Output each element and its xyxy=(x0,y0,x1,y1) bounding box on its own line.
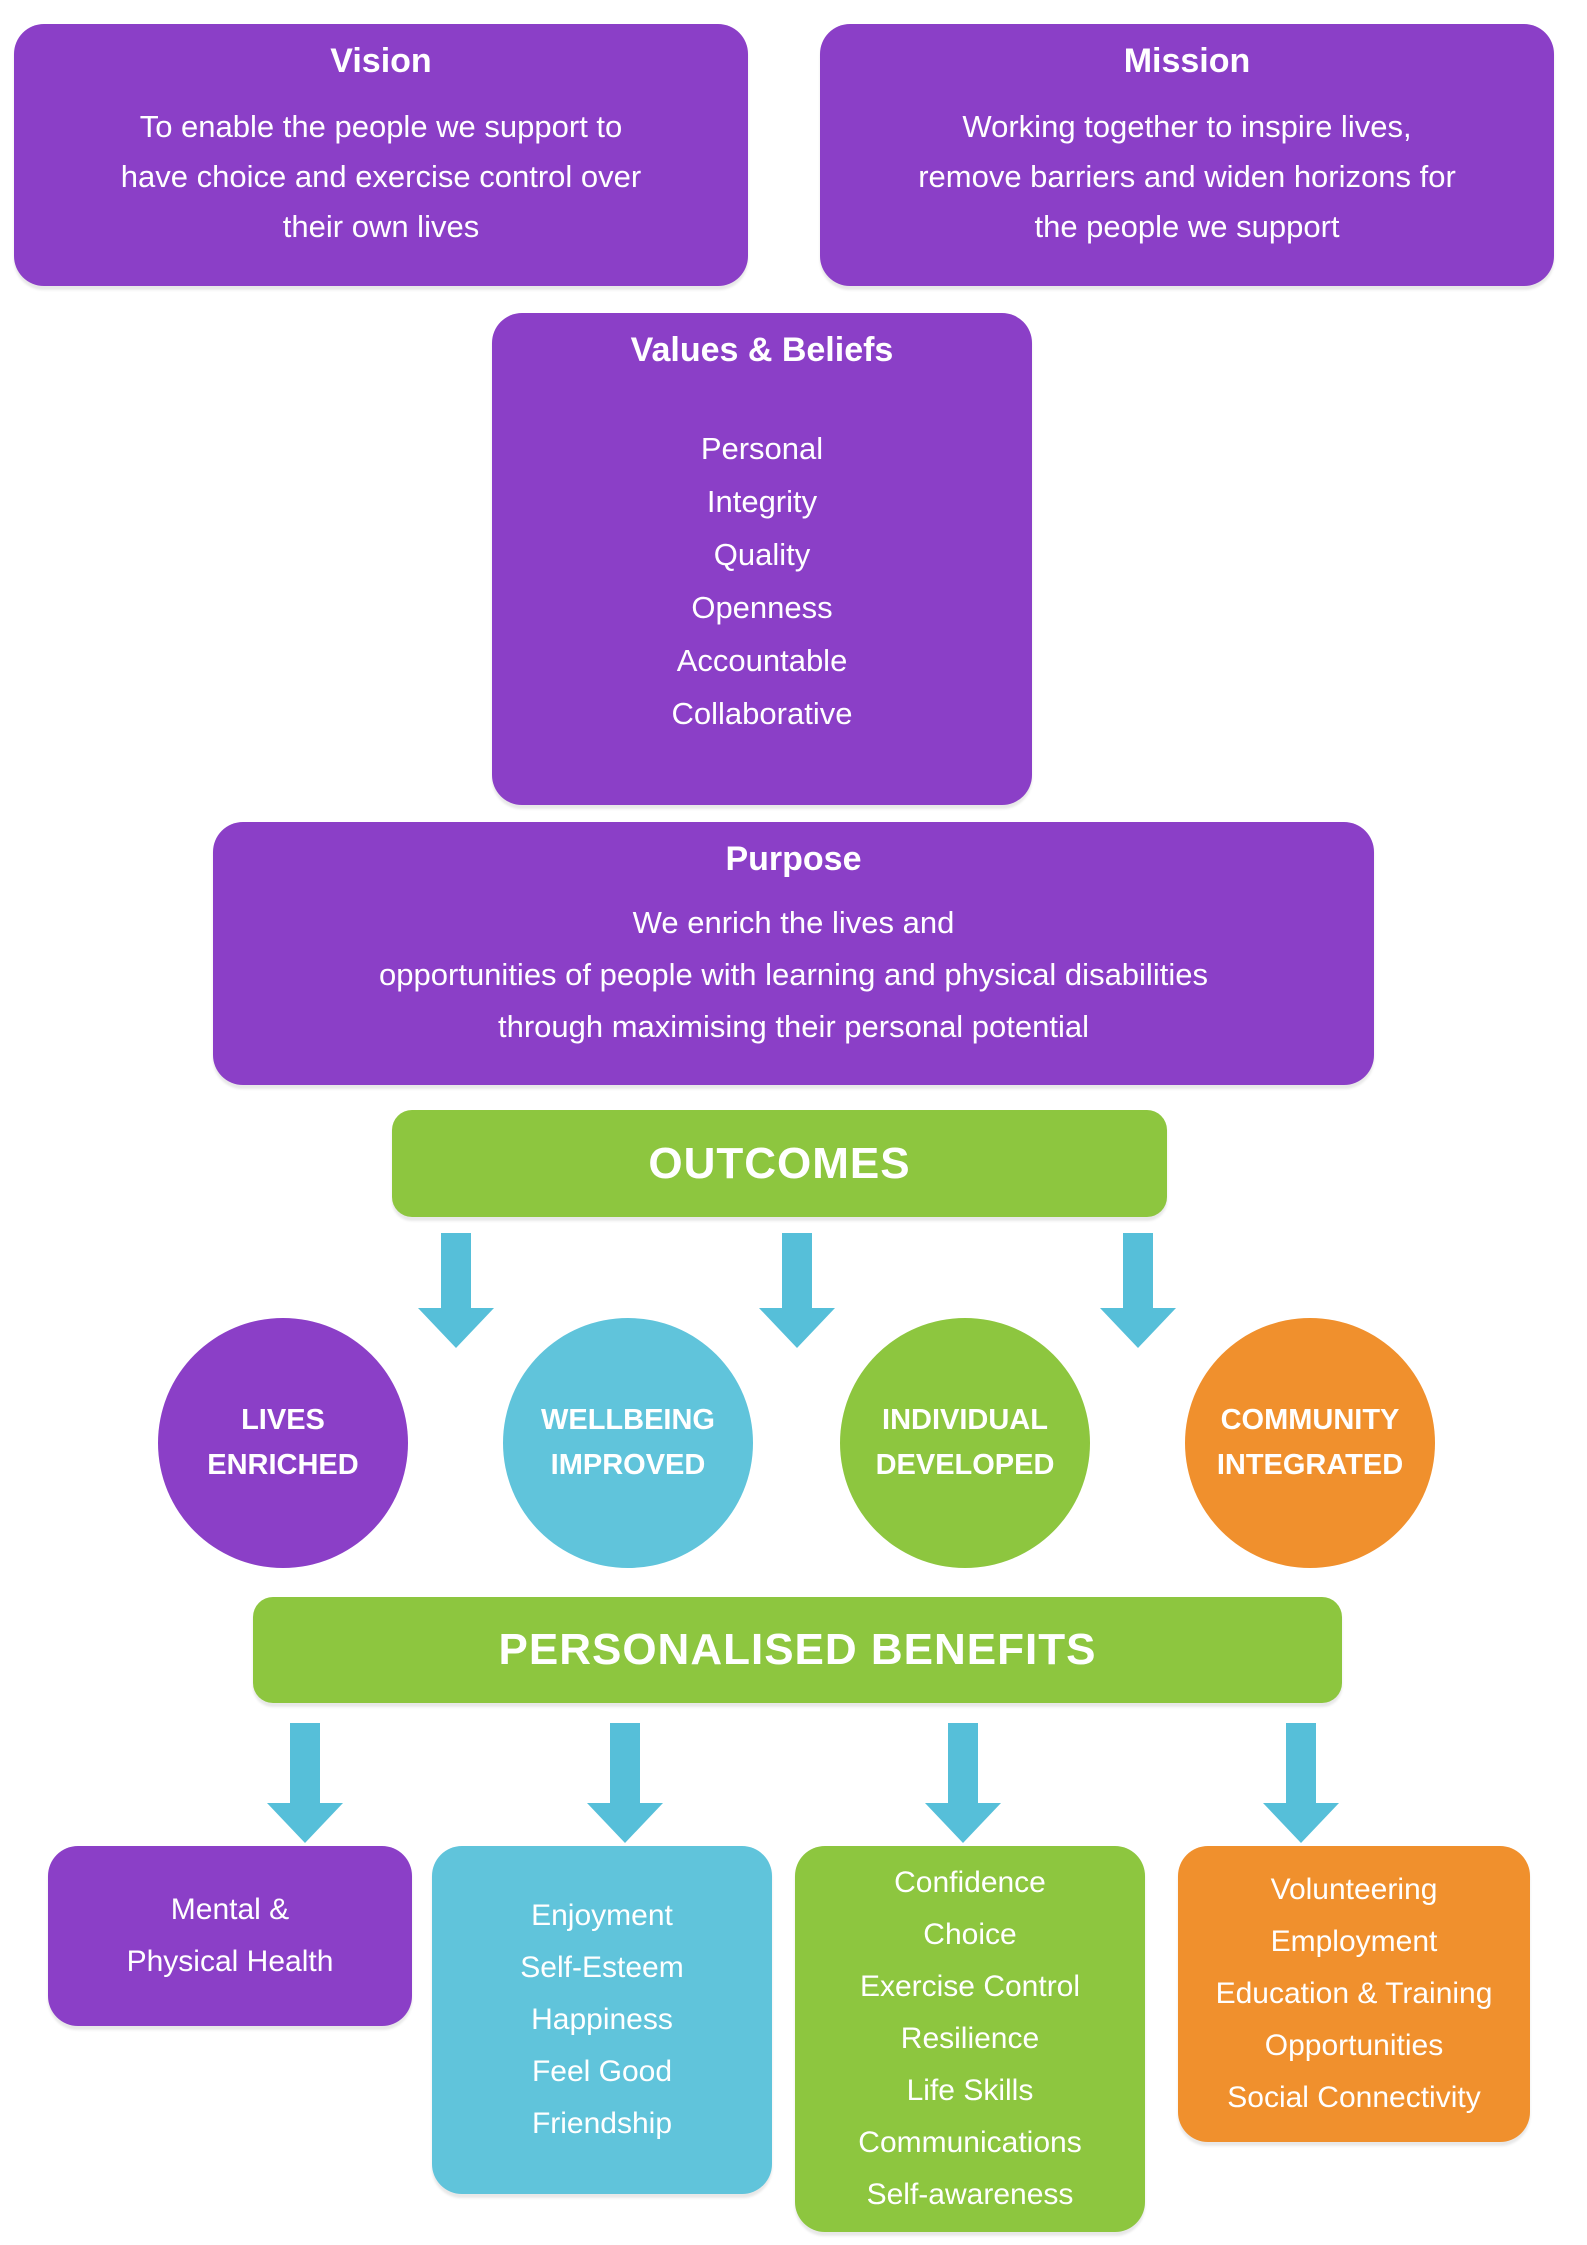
down-arrow-icon xyxy=(267,1723,343,1843)
benefit-box-wellbeing: Enjoyment Self-Esteem Happiness Feel Goo… xyxy=(432,1846,772,2194)
down-arrow-icon xyxy=(418,1233,494,1348)
values-beliefs-card: Values & Beliefs Personal Integrity Qual… xyxy=(492,313,1032,805)
vision-card: Vision To enable the people we support t… xyxy=(14,24,748,286)
outcome-circle-community-integrated: COMMUNITY INTEGRATED xyxy=(1185,1318,1435,1568)
values-beliefs-list: Personal Integrity Quality Openness Acco… xyxy=(671,430,853,731)
arrow-shaft xyxy=(948,1723,978,1803)
arrow-head xyxy=(759,1308,835,1348)
arrow-head xyxy=(1263,1803,1339,1843)
arrow-shaft xyxy=(1123,1233,1153,1308)
outcome-circle-individual-developed: INDIVIDUAL DEVELOPED xyxy=(840,1318,1090,1568)
vision-title: Vision xyxy=(330,42,432,80)
values-beliefs-title: Values & Beliefs xyxy=(630,331,894,369)
personalised-benefits-banner: PERSONALISED BENEFITS xyxy=(253,1597,1342,1703)
down-arrow-icon xyxy=(759,1233,835,1348)
arrow-head xyxy=(587,1803,663,1843)
arrow-shaft xyxy=(782,1233,812,1308)
outcome-circle-lives-enriched: LIVES ENRICHED xyxy=(158,1318,408,1568)
arrow-shaft xyxy=(290,1723,320,1803)
mission-body: Working together to inspire lives, remov… xyxy=(918,108,1456,244)
mission-title: Mission xyxy=(1123,42,1251,80)
arrow-head xyxy=(418,1308,494,1348)
outcome-circle-wellbeing-improved: WELLBEING IMPROVED xyxy=(503,1318,753,1568)
vision-body: To enable the people we support to have … xyxy=(120,108,642,244)
arrow-head xyxy=(267,1803,343,1843)
down-arrow-icon xyxy=(587,1723,663,1843)
arrow-head xyxy=(1100,1308,1176,1348)
purpose-body: We enrich the lives and opportunities of… xyxy=(379,905,1208,1044)
outcomes-banner: OUTCOMES xyxy=(392,1110,1167,1217)
mission-card: Mission Working together to inspire live… xyxy=(820,24,1554,286)
arrow-head xyxy=(925,1803,1001,1843)
arrow-shaft xyxy=(610,1723,640,1803)
down-arrow-icon xyxy=(1100,1233,1176,1348)
down-arrow-icon xyxy=(925,1723,1001,1843)
benefit-box-mental-physical-health: Mental & Physical Health xyxy=(48,1846,412,2026)
purpose-title: Purpose xyxy=(725,840,862,878)
benefit-box-individual: Confidence Choice Exercise Control Resil… xyxy=(795,1846,1145,2232)
benefit-box-community: Volunteering Employment Education & Trai… xyxy=(1178,1846,1530,2142)
arrow-shaft xyxy=(441,1233,471,1308)
purpose-card: Purpose We enrich the lives and opportun… xyxy=(213,822,1374,1085)
arrow-shaft xyxy=(1286,1723,1316,1803)
down-arrow-icon xyxy=(1263,1723,1339,1843)
